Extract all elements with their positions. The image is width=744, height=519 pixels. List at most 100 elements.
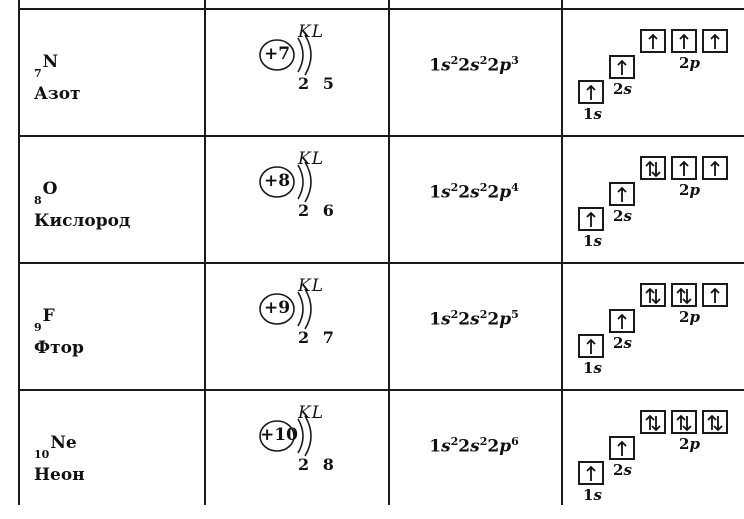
orbital-cell-2p [640, 156, 666, 180]
element-name: Фтор [34, 338, 84, 358]
shell-letters: KL [298, 403, 324, 423]
shell-letters: KL [298, 22, 324, 42]
up-arrow-icon [617, 186, 627, 202]
up-arrow-icon [586, 465, 596, 481]
nucleus-charge: +9 [263, 298, 291, 318]
column-divider [561, 0, 563, 505]
shell-letters: KL [298, 149, 324, 169]
nucleus-charge: +7 [263, 44, 291, 64]
atomic-number: 8 [34, 194, 42, 207]
table-row: 7N Азот KL +7 2 5 1s 2 2s 2 2p 3 1s 2s 2p [0, 10, 744, 138]
orbital-cell-2p [702, 410, 728, 434]
orbital-cell-1s [578, 334, 604, 358]
atomic-number: 7 [34, 67, 42, 80]
up-arrow-icon [586, 84, 596, 100]
config-2p-count: 4 [511, 181, 519, 194]
config-2p-count: 3 [511, 54, 519, 67]
sublevel-label-2s: 2s [613, 80, 632, 98]
paired-electrons-icon [676, 287, 692, 305]
up-arrow-icon [710, 287, 720, 303]
shell-electron-counts: 2 8 [298, 455, 338, 474]
paired-electrons-icon [645, 287, 661, 305]
up-arrow-icon [710, 160, 720, 176]
row-divider [18, 262, 744, 264]
shell-electron-counts: 2 5 [298, 74, 338, 93]
element-symbol: N [42, 52, 59, 72]
sublevel-label-1s: 1s [583, 359, 602, 377]
orbital-cell-1s [578, 80, 604, 104]
config-1s-count: 2 [450, 308, 459, 321]
up-arrow-icon [617, 440, 627, 456]
orbital-cell-2p [671, 156, 697, 180]
orbital-cell-2s [609, 55, 635, 79]
sublevel-label-1s: 1s [583, 232, 602, 250]
row-divider [18, 135, 744, 137]
sublevel-label-2p: 2p [679, 54, 700, 72]
up-arrow-icon [679, 160, 689, 176]
atom-structure-diagram: KL +8 2 6 [259, 149, 350, 234]
nucleus-and-shells-graphic [259, 34, 312, 76]
orbital-diagram: 1s 2s 2p [575, 137, 744, 265]
sublevel-label-2p: 2p [679, 435, 700, 453]
orbital-cell-2p [640, 410, 666, 434]
config-2s-count: 2 [479, 308, 488, 321]
paired-electrons-icon [676, 414, 692, 432]
up-arrow-icon [586, 211, 596, 227]
orbital-cell-2p [702, 29, 728, 53]
orbital-cell-2p [702, 283, 728, 307]
orbital-cell-2s [609, 182, 635, 206]
element-name: Неон [34, 465, 85, 485]
orbital-cell-1s [578, 207, 604, 231]
orbital-cell-2p [671, 29, 697, 53]
paired-electrons-icon [645, 414, 661, 432]
sublevel-label-2p: 2p [679, 181, 700, 199]
sublevel-label-1s: 1s [583, 105, 602, 123]
element-cell: 9F Фтор [34, 306, 84, 359]
config-1s-count: 2 [450, 54, 459, 67]
row-divider [18, 389, 744, 391]
config-2s-count: 2 [479, 181, 488, 194]
atom-structure-diagram: KL +9 2 7 [259, 276, 350, 361]
electron-configuration: 1s22s22p5 [429, 308, 519, 330]
element-cell: 10Ne Неон [34, 433, 85, 486]
element-table: 7N Азот KL +7 2 5 1s 2 2s 2 2p 3 1s 2s 2p 8O … [0, 0, 744, 505]
orbital-cell-2p [702, 156, 728, 180]
shell-electron-counts: 2 6 [298, 201, 338, 220]
up-arrow-icon [710, 33, 720, 49]
table-row: 8O Кислород KL +8 2 6 1s22s22p4 1s 2s 2p [0, 137, 744, 265]
element-name: Кислород [34, 211, 131, 231]
sublevel-label-2p: 2p [679, 308, 700, 326]
up-arrow-icon [586, 338, 596, 354]
orbital-cell-2p [671, 283, 697, 307]
up-arrow-icon [648, 33, 658, 49]
atomic-number: 9 [34, 321, 42, 334]
row-divider [18, 8, 744, 10]
config-2s-count: 2 [479, 435, 488, 448]
element-cell: 7N Азот [34, 52, 81, 105]
orbital-diagram: 1s 2s 2p [575, 10, 744, 138]
atomic-number: 10 [34, 448, 50, 461]
orbital-cell-1s [578, 461, 604, 485]
shell-letters: KL [298, 276, 324, 296]
orbital-cell-2p [640, 29, 666, 53]
config-2s-count: 2 [479, 54, 488, 67]
nucleus-and-shells-graphic [259, 415, 312, 457]
electron-configuration: 1s22s22p4 [429, 181, 519, 203]
nucleus-charge: +8 [263, 171, 291, 191]
config-2p-count: 6 [511, 435, 519, 448]
sublevel-label-2s: 2s [613, 334, 632, 352]
element-cell: 8O Кислород [34, 179, 130, 232]
sublevel-label-2s: 2s [613, 207, 632, 225]
up-arrow-icon [617, 59, 627, 75]
up-arrow-icon [617, 313, 627, 329]
orbital-diagram: 1s 2s 2p [575, 264, 744, 392]
nucleus-and-shells-graphic [259, 288, 312, 330]
orbital-diagram: 1s 2s 2p [575, 391, 744, 519]
column-divider [204, 0, 206, 505]
shell-electron-counts: 2 7 [298, 328, 338, 347]
nucleus-charge: +10 [260, 425, 298, 445]
element-symbol: O [42, 179, 58, 199]
atom-structure-diagram: KL +7 2 5 [259, 22, 350, 107]
sublevel-label-1s: 1s [583, 486, 602, 504]
table-border-left [18, 0, 20, 505]
